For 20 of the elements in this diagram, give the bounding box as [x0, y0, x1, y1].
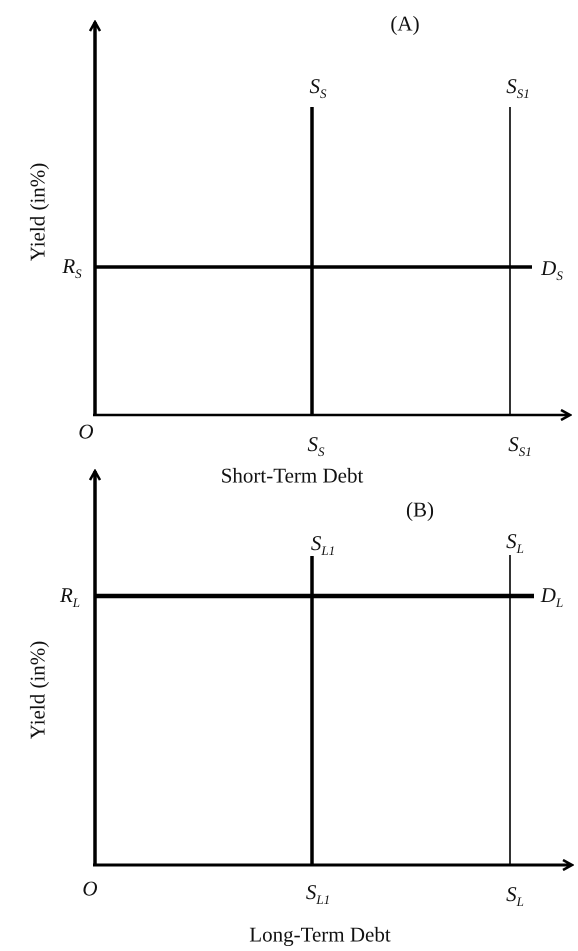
curve-label: D$_{S}$	[541, 258, 563, 282]
origin-label: O	[82, 878, 98, 900]
curve-label: S$_{L1}$	[310, 532, 336, 558]
axis-title: Yield (in%)	[28, 640, 48, 740]
curve-label: S$_{S1}$	[506, 76, 530, 100]
axis-value-label: S$_{S1}$	[508, 434, 532, 458]
curve-label: D$_{L}$	[540, 584, 564, 610]
axis-title: Yield (in%)	[28, 162, 48, 262]
axis-title: Short-Term Debt	[220, 466, 364, 486]
axis-value-label: S$_{L}$	[506, 884, 524, 908]
axis-value-label: S$_{L1}$	[306, 882, 330, 906]
axis-title: Long-Term Debt	[249, 924, 391, 946]
panel-label: (B)	[406, 500, 434, 520]
axis-value-label: S$_{S}$	[308, 434, 324, 458]
origin-label: O	[78, 422, 94, 442]
panel-label: (A)	[390, 14, 420, 34]
axis-value-label: R$_{S}$	[62, 256, 82, 280]
axis-value-label: R$_{L}$	[60, 584, 80, 610]
curve-label: S$_{S}$	[310, 76, 326, 100]
curve-label: S$_{L}$	[506, 530, 524, 556]
